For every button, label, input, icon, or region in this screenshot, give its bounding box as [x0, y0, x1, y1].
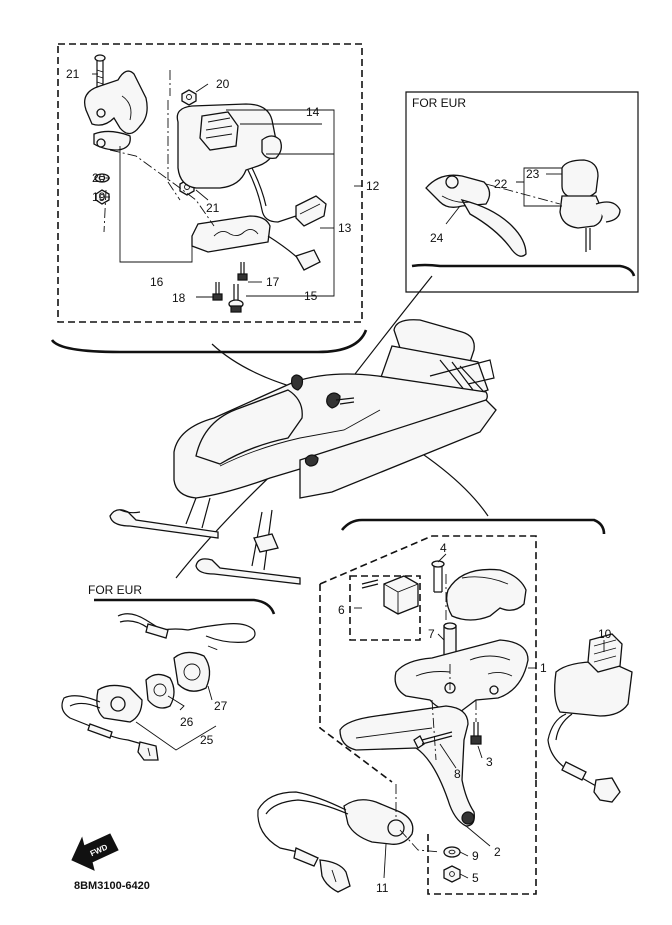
part-label: 21	[66, 67, 80, 81]
part-label: 24	[430, 231, 444, 245]
part-label: 9	[472, 849, 479, 863]
part-label: 20	[92, 171, 106, 185]
part-label: 21	[206, 201, 220, 215]
lanyard-cord	[117, 613, 256, 643]
switch-lower-16	[191, 215, 321, 271]
eur-box-left-header: FOR EUR	[88, 583, 142, 597]
part-label: 1	[540, 661, 547, 675]
screw-15	[228, 284, 244, 313]
part-label: 27	[214, 699, 228, 713]
handlebar-clamp	[83, 70, 148, 151]
throttle-eur-25	[425, 174, 527, 257]
nut-21-upper	[181, 89, 197, 106]
throttle-lever-2	[339, 705, 475, 827]
part-labels: 21 20 14 20 19 21 12 13 16 17 18 15 23 2…	[66, 67, 612, 895]
part-label: 8	[454, 767, 461, 781]
eur-box-top: FOR EUR	[405, 91, 639, 293]
screw-17	[237, 262, 248, 281]
screw-8	[413, 731, 453, 749]
top-box-leaders	[92, 73, 362, 298]
part-label: 25	[200, 733, 214, 747]
part-label: 23	[526, 167, 540, 181]
part-label: 17	[266, 275, 280, 289]
washer-9	[443, 846, 461, 858]
part-label: 3	[486, 755, 493, 769]
part-label: 16	[150, 275, 164, 289]
eur-left-leaders	[135, 645, 219, 751]
part-label: 10	[598, 627, 612, 641]
cover-top	[446, 568, 527, 621]
part-label: 13	[338, 221, 352, 235]
eur-box-left: FOR EUR	[88, 583, 276, 615]
throttle-housing-1	[394, 639, 529, 713]
part-label: 6	[338, 603, 345, 617]
part-label: 4	[440, 541, 447, 555]
nut-5	[443, 865, 461, 883]
snowmobile	[109, 319, 497, 585]
throttle-switch-10	[547, 633, 633, 803]
switch-eur-24	[559, 159, 621, 252]
part-label: 5	[472, 871, 479, 885]
part-label: 22	[494, 177, 508, 191]
switch-housing	[176, 103, 327, 227]
throttle-box	[319, 518, 606, 895]
part-label: 14	[306, 105, 320, 119]
part-label: 18	[172, 291, 186, 305]
throttle-cable-11	[257, 791, 414, 893]
ignition-switch-26	[61, 651, 211, 761]
eur-top-leaders	[445, 167, 562, 225]
screw-3	[470, 722, 482, 745]
part-label: 26	[180, 715, 194, 729]
part-label: 2	[494, 845, 501, 859]
part-label: 11	[376, 881, 389, 895]
part-label: 12	[366, 179, 380, 193]
washer-20	[94, 173, 110, 183]
part-label: 19	[92, 190, 106, 204]
throttle-box-leaders	[354, 553, 605, 879]
diagram-code: 8BM3100-6420	[74, 880, 150, 892]
fwd-arrow-icon: FWD	[71, 833, 119, 871]
block-6	[361, 575, 419, 615]
part-label: 7	[428, 627, 435, 641]
top-box-centerlines	[103, 70, 215, 233]
eur-box-top-header: FOR EUR	[412, 96, 466, 110]
bolt-4	[431, 560, 445, 593]
part-label: 15	[304, 289, 318, 303]
part-label: 20	[216, 77, 230, 91]
screw-18	[212, 282, 223, 301]
switch-assembly-box	[50, 43, 368, 354]
